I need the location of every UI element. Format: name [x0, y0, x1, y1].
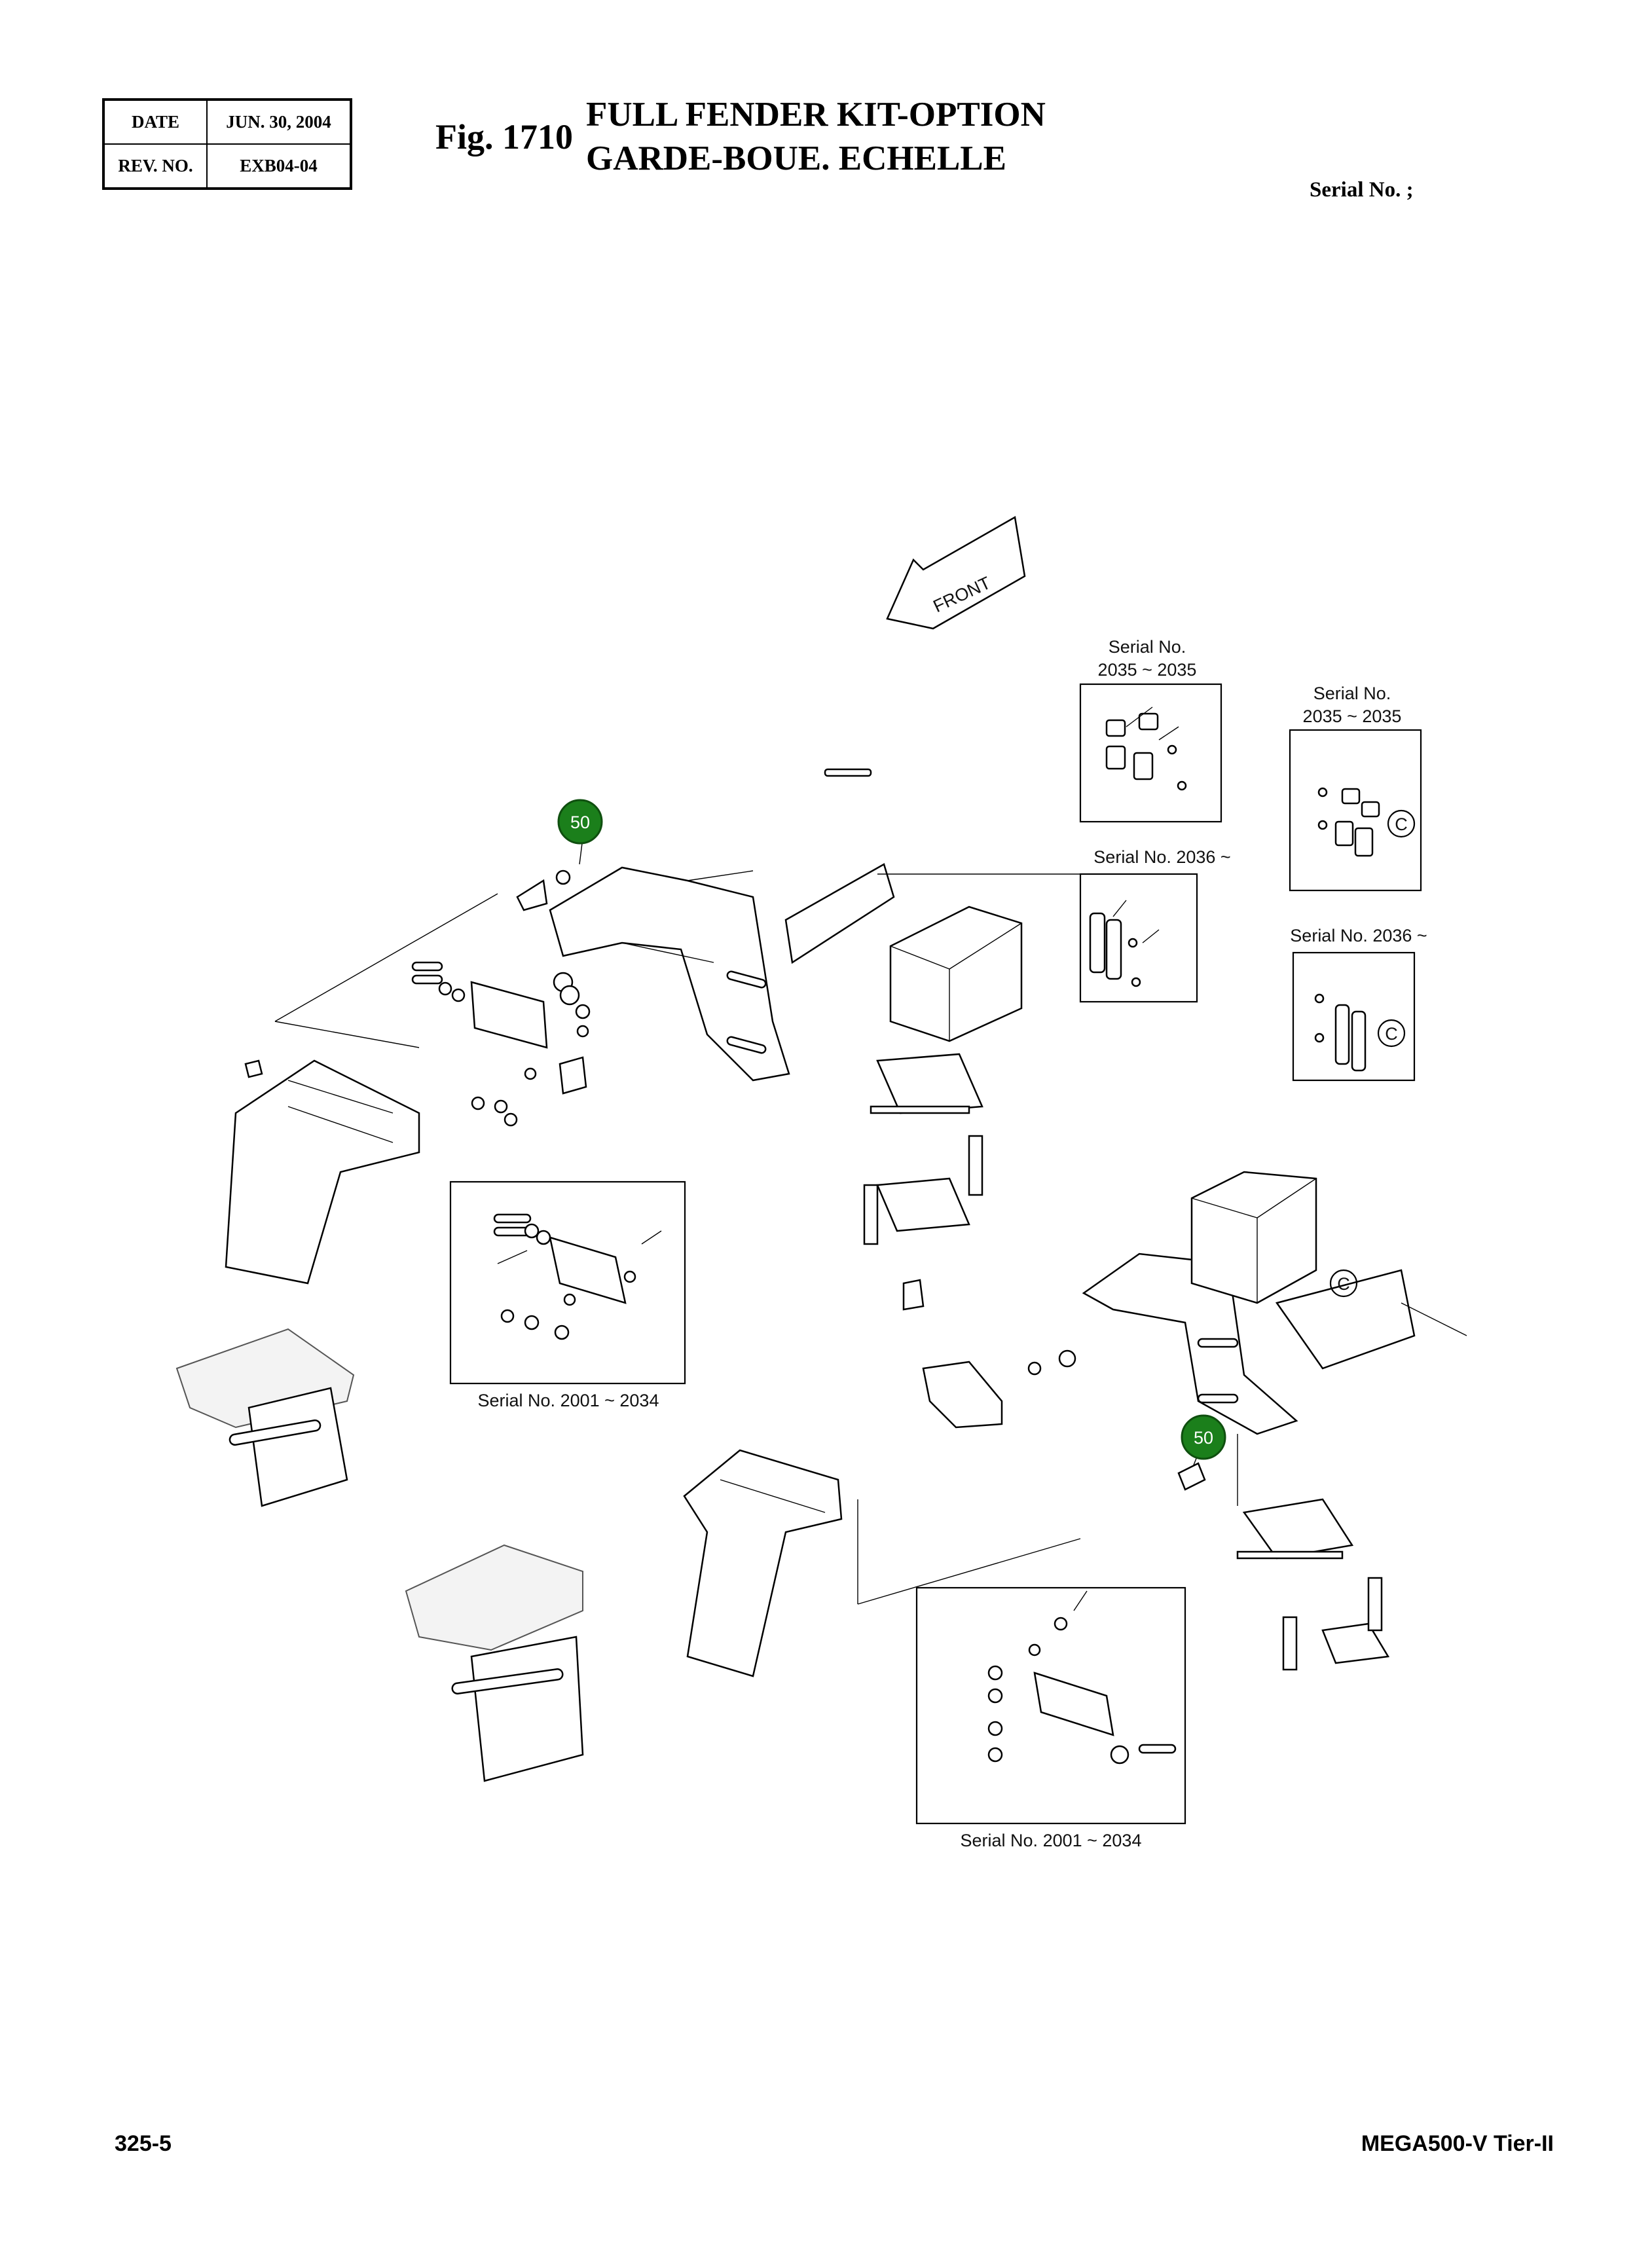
- figure-number: Fig. 1710: [435, 117, 573, 156]
- front-arrow: FRONT: [886, 516, 1026, 630]
- date-label: DATE: [103, 99, 208, 145]
- inset-serial-2035-right: Serial No. 2035 ~ 2035 C: [1289, 684, 1422, 892]
- inset-serial-2001-bottom: Serial No. 2001 ~ 2034: [915, 1586, 1186, 1850]
- rev-value: EXB04-04: [206, 143, 352, 189]
- model-name: MEGA500-V Tier-II: [1361, 2131, 1554, 2156]
- svg-text:Serial No. 2036 ~: Serial No. 2036 ~: [1093, 847, 1230, 867]
- battery-box-upper: [784, 768, 1023, 1042]
- svg-text:2035 ~ 2035: 2035 ~ 2035: [1303, 706, 1402, 726]
- left-fender-assembly: [411, 866, 790, 1127]
- right-fender-assembly: C: [902, 1171, 1416, 1435]
- callout-50-right: 50: [1177, 1414, 1226, 1491]
- inset-serial-2036-center: Serial No. 2036 ~: [1079, 847, 1231, 1003]
- right-step-ladder: [1236, 1498, 1390, 1671]
- title-french: GARDE-BOUE. ECHELLE: [586, 139, 1007, 177]
- leader-lines: [274, 870, 1467, 1605]
- page-number: 325-5: [115, 2131, 172, 2156]
- svg-text:Serial No. 2001 ~ 2034: Serial No. 2001 ~ 2034: [961, 1831, 1142, 1850]
- date-value: JUN. 30, 2004: [206, 99, 352, 145]
- marker-c: C: [1395, 814, 1408, 834]
- marker-c: C: [1337, 1274, 1350, 1294]
- serial-number-heading: Serial No. ;: [1310, 178, 1414, 202]
- left-fender-body: [225, 1059, 420, 1285]
- svg-text:Serial No. 2036 ~: Serial No. 2036 ~: [1290, 926, 1427, 945]
- svg-text:2035 ~ 2035: 2035 ~ 2035: [1098, 660, 1197, 680]
- center-step-ladder: [863, 1053, 983, 1245]
- svg-text:Serial No. 2001 ~ 2034: Serial No. 2001 ~ 2034: [478, 1391, 659, 1410]
- svg-text:50: 50: [1194, 1428, 1213, 1448]
- svg-text:50: 50: [570, 813, 590, 832]
- svg-text:Serial No.: Serial No.: [1109, 637, 1186, 657]
- left-mud-flaps: [175, 1328, 355, 1507]
- svg-text:Serial No.: Serial No.: [1313, 684, 1391, 703]
- marker-c: C: [1385, 1024, 1398, 1044]
- callout-50-left: 50: [557, 799, 603, 865]
- inset-serial-2035-center: Serial No. 2035 ~ 2035: [1079, 637, 1222, 823]
- inset-serial-2036-right: Serial No. 2036 ~ C: [1290, 926, 1427, 1082]
- inset-serial-2001-left: Serial No. 2001 ~ 2034: [449, 1180, 686, 1410]
- revision-table: DATE JUN. 30, 2004 REV. NO. EXB04-04: [102, 98, 352, 190]
- rev-label: REV. NO.: [103, 143, 208, 189]
- lower-left-fender: [405, 1449, 843, 1782]
- title-english: FULL FENDER KIT-OPTION: [586, 96, 1046, 134]
